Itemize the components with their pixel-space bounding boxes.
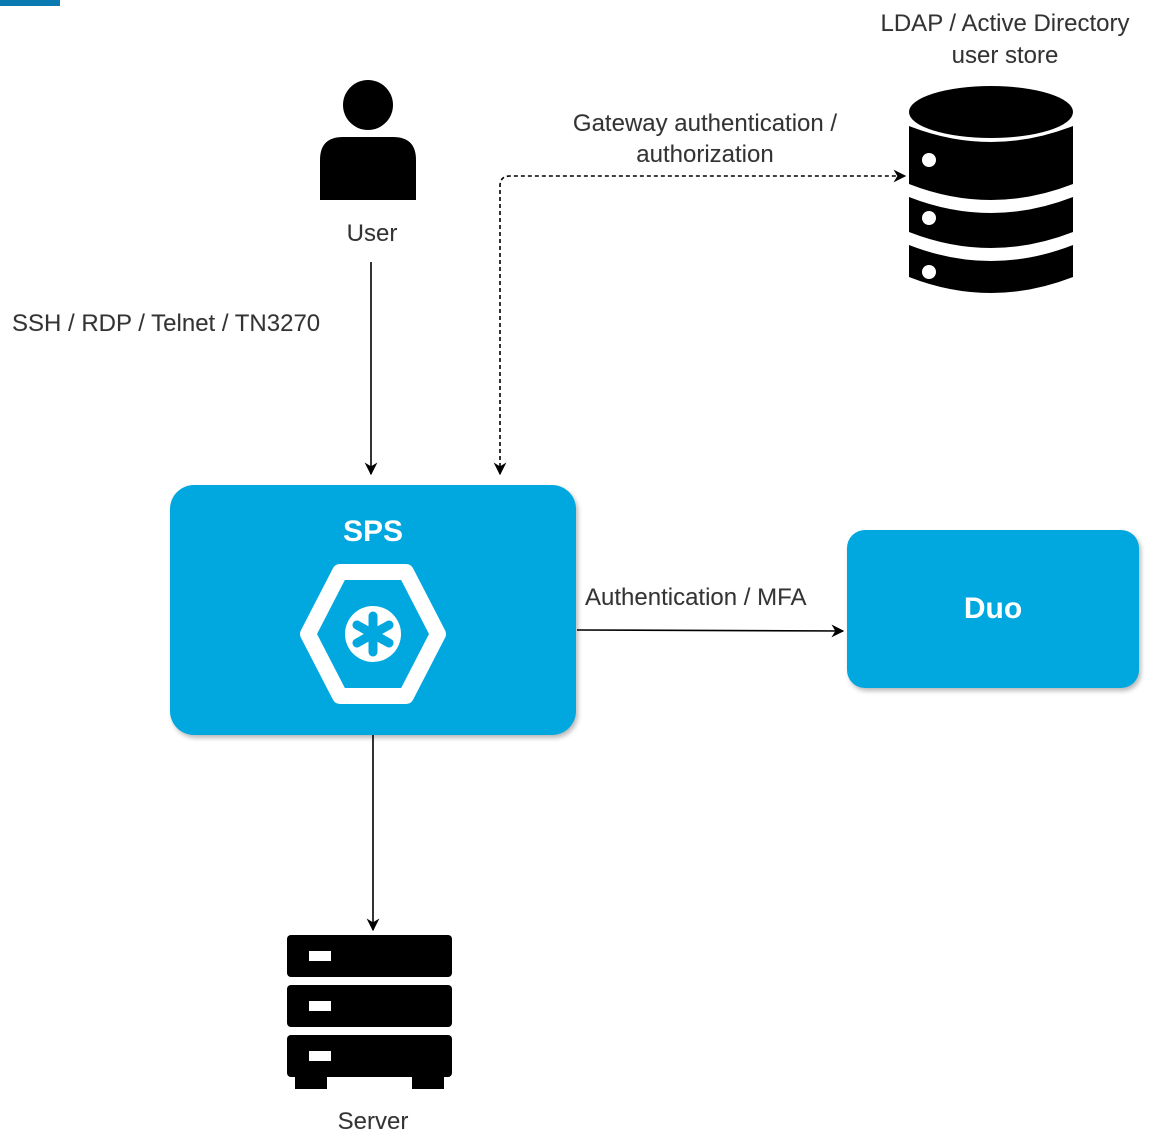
user-label: User [346, 220, 398, 247]
ldap-node [905, 82, 1077, 302]
sps-box: SPS [170, 485, 576, 735]
sps-title: SPS [342, 515, 404, 548]
user-node [318, 80, 418, 205]
gateway-auth-label-line1: Gateway authentication / [572, 110, 838, 137]
edge-sps-ldap-dashed [493, 169, 907, 476]
auth-mfa-edge-label: Authentication / MFA [585, 584, 807, 611]
server-stack-icon [287, 935, 452, 1089]
sps-hexagon-asterisk-icon [300, 564, 446, 704]
protocol-edge-label: SSH / RDP / Telnet / TN3270 [12, 310, 321, 337]
database-icon [909, 86, 1073, 293]
ldap-label-line2: user store [951, 42, 1059, 69]
ldap-label-line1: LDAP / Active Directory [880, 10, 1130, 37]
server-label: Server [337, 1108, 409, 1135]
server-node [287, 935, 452, 1115]
user-icon [320, 80, 416, 200]
duo-box: Duo [847, 530, 1139, 688]
corner-strip [0, 0, 60, 6]
edge-sps-to-duo [576, 624, 845, 638]
gateway-auth-label-line2: authorization [636, 141, 774, 168]
duo-title: Duo [963, 592, 1023, 625]
